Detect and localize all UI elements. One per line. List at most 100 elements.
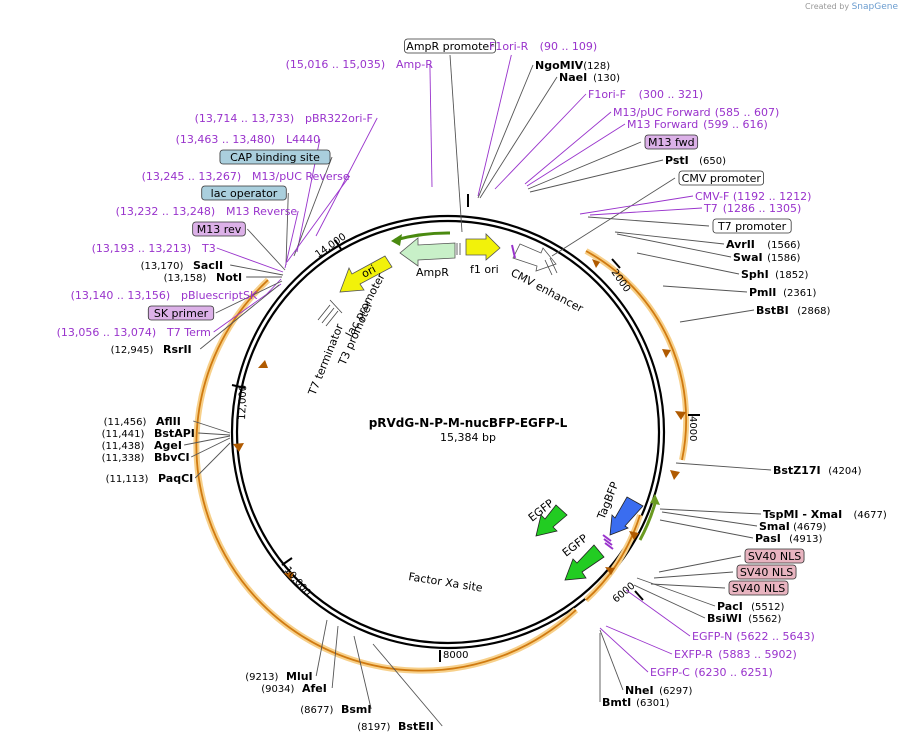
leader-right_labels-12 <box>599 629 624 691</box>
leader-top_right_labels-1 <box>477 64 534 199</box>
plasmid-size: 15,384 bp <box>440 431 496 444</box>
leader-top_right_labels-8 <box>551 177 676 257</box>
site-name: RsrII <box>163 343 192 356</box>
site-name: NgoMIV <box>535 59 584 72</box>
box-top_left_labels-4 <box>219 149 331 165</box>
site-name: NaeI <box>559 71 587 84</box>
primer-position: (13,463 .. 13,480) <box>176 133 276 146</box>
site-name: BsiWI <box>707 612 742 625</box>
green-arc-top <box>394 231 451 242</box>
primer-position: (13,140 .. 13,156) <box>71 289 171 302</box>
box-top_right_labels-11 <box>712 218 792 234</box>
credit-prefix: Created by <box>805 2 850 11</box>
site-position: (5512) <box>751 602 784 613</box>
leader-top_right_labels-10 <box>589 207 703 216</box>
leader-left_labels-2 <box>184 435 231 446</box>
primer-position: (13,714 .. 13,733) <box>195 112 295 125</box>
primer-position: (6230 .. 6251) <box>694 666 773 679</box>
primer-name: Amp-R <box>396 58 433 71</box>
leader-left_labels-3 <box>191 437 231 458</box>
leader-top_right_labels-7 <box>529 159 664 193</box>
leader-top_left_labels-2 <box>315 117 378 237</box>
primer-name: EXFP-R <box>674 648 713 661</box>
leader-top_right_labels-16 <box>679 309 755 323</box>
site-name: SphI <box>741 268 769 281</box>
site-name: AgeI <box>154 439 182 452</box>
primer-name: F1ori-F <box>588 88 626 101</box>
box-right_labels-4 <box>744 548 805 564</box>
site-position: (11,113) <box>106 474 149 485</box>
leader-top_left_labels-4 <box>293 156 333 257</box>
site-name: AflII <box>156 415 181 428</box>
leader-top_right_labels-2 <box>479 76 558 199</box>
site-position: (650) <box>699 156 726 167</box>
leader-top_left_labels-6 <box>285 192 289 266</box>
site-name: NheI <box>625 684 654 697</box>
tick-10000: 10,000 <box>282 565 313 599</box>
box-top_left_labels-0 <box>404 38 496 54</box>
site-position: (11,441) <box>102 429 145 440</box>
primer-position: (13,056 .. 13,074) <box>57 326 157 339</box>
leader-right_labels-2 <box>661 511 758 527</box>
site-name: PasI <box>755 532 781 545</box>
green-arc-right-head <box>650 494 660 505</box>
site-name: BstEII <box>398 720 434 733</box>
leader-right_labels-7 <box>636 577 716 607</box>
primer-name: M13/pUC Forward <box>613 106 711 119</box>
label-factor-xa: Factor Xa site <box>408 570 484 595</box>
box-top_left_labels-6 <box>201 185 287 201</box>
snapgene-logo: SnapGene <box>851 2 898 12</box>
primer-name: T3 <box>201 242 216 255</box>
primer-name: pBR322ori-F <box>305 112 373 125</box>
leader-top_right_labels-14 <box>636 252 740 275</box>
leader-bottom_labels-0 <box>315 619 328 677</box>
site-name: BsmI <box>341 703 372 716</box>
label-ampr: AmpR <box>416 266 449 279</box>
site-name: PmlI <box>749 286 776 299</box>
credit: Created by SnapGene <box>805 2 898 12</box>
site-position: (4913) <box>789 534 822 545</box>
site-position: (6297) <box>659 686 692 697</box>
feature-box-label: lac operator <box>211 187 278 200</box>
primer-name: L4440 <box>286 133 320 146</box>
site-position: (11,456) <box>104 417 147 428</box>
leader-bottom_labels-3 <box>372 643 443 727</box>
leader-bottom_labels-1 <box>331 625 339 689</box>
tick-4000: 4000 <box>687 416 698 441</box>
f1-ori-arrow <box>465 233 501 261</box>
leader-top_left_labels-8 <box>246 228 286 271</box>
leader-bottom_labels-2 <box>353 635 372 710</box>
primer-name: pBluescriptSK <box>181 289 258 302</box>
leader-top_right_labels-9 <box>579 195 694 215</box>
site-position: (12,945) <box>111 345 154 356</box>
site-position: (8677) <box>300 705 333 716</box>
site-name: PaqCI <box>158 472 193 485</box>
leader-top_right_labels-6 <box>527 141 642 190</box>
site-name: AvrII <box>726 238 755 251</box>
site-position: (6301) <box>636 698 669 709</box>
site-position: (1852) <box>775 270 808 281</box>
primer-position: (300 .. 321) <box>639 88 704 101</box>
feature-box-label: AmpR promoter <box>406 40 494 53</box>
leader-top_right_labels-12 <box>614 231 725 245</box>
backbone-inner <box>235 219 661 645</box>
box-top_right_labels-8 <box>678 170 764 186</box>
site-name: AfeI <box>302 682 327 695</box>
leader-lines <box>184 54 772 727</box>
primer-marks <box>511 244 614 550</box>
primer-position: (13,245 .. 13,267) <box>142 170 242 183</box>
primer-position: (13,232 .. 13,248) <box>116 205 216 218</box>
leader-top_right_labels-11 <box>587 216 710 227</box>
site-name: PstI <box>665 154 689 167</box>
box-right_labels-6 <box>728 580 789 596</box>
leader-right_labels-6 <box>650 583 726 589</box>
primer-position: (5883 .. 5902) <box>718 648 797 661</box>
site-position: (4679) <box>793 522 826 533</box>
primer-position: (5622 .. 5643) <box>736 630 815 643</box>
site-name: BbvCI <box>154 451 190 464</box>
ori-arrow <box>339 255 393 293</box>
site-name: SacII <box>193 259 223 272</box>
site-name: MluI <box>286 670 313 683</box>
feature-box-label: SK primer <box>154 307 209 320</box>
